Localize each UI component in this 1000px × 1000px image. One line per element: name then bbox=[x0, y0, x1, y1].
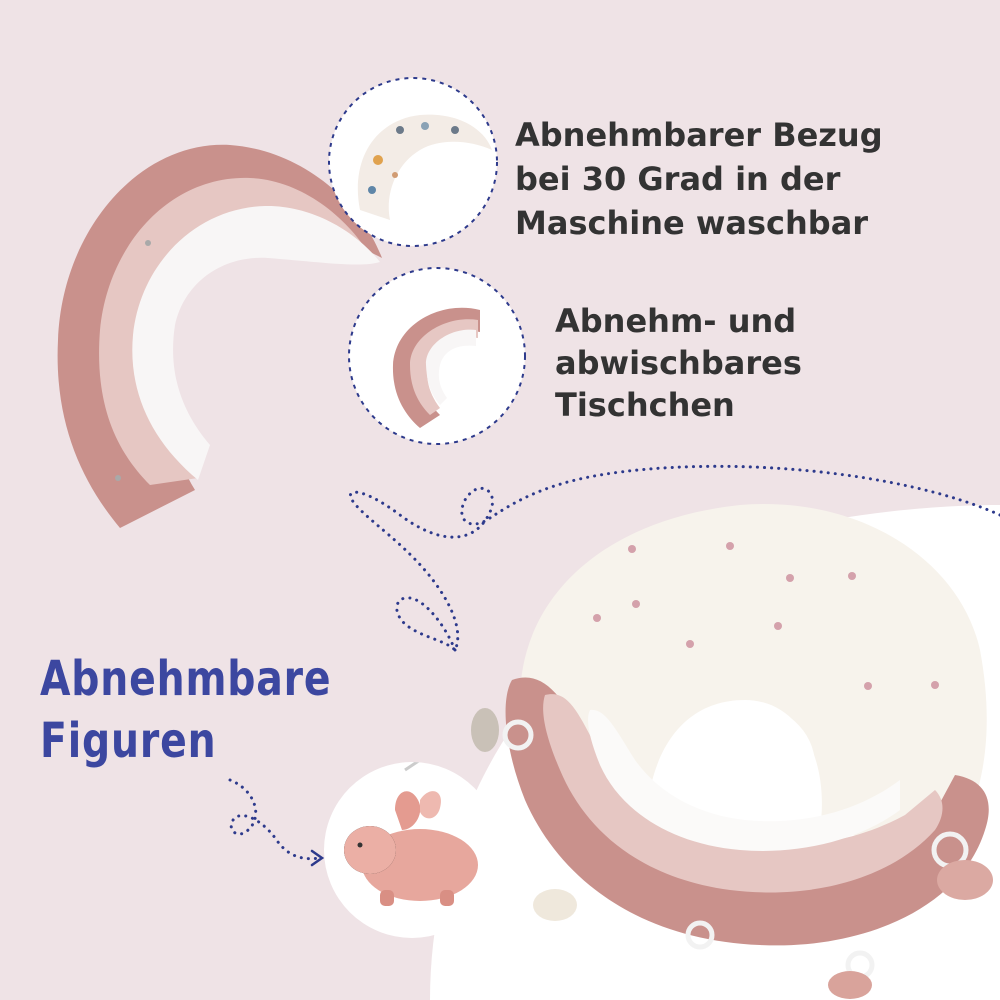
figure-detail-badge bbox=[324, 762, 500, 938]
figures-heading-line-2: Figuren bbox=[40, 713, 217, 769]
figures-heading: Abnehmbare Figuren bbox=[40, 648, 331, 772]
table-feature-line-1: Abnehm- und bbox=[555, 302, 797, 340]
table-feature-line-2: abwischbares bbox=[555, 344, 802, 382]
figures-heading-line-1: Abnehmbare bbox=[40, 651, 332, 707]
cover-feature-text: Abnehmbarer Bezug bei 30 Grad in der Mas… bbox=[515, 113, 883, 245]
cover-feature-line-1: Abnehmbarer Bezug bbox=[515, 116, 883, 154]
table-feature-text: Abnehm- und abwischbares Tischchen bbox=[555, 300, 802, 426]
cover-detail-badge bbox=[328, 77, 498, 247]
nursing-pillow-image bbox=[471, 503, 993, 999]
table-feature-line-3: Tischchen bbox=[555, 386, 735, 424]
cover-feature-line-2: bei 30 Grad in der bbox=[515, 160, 841, 198]
rainbow-table-image bbox=[57, 144, 383, 528]
arrow-head-icon bbox=[310, 849, 325, 867]
cover-feature-line-3: Maschine waschbar bbox=[515, 204, 869, 242]
table-detail-badge bbox=[348, 267, 526, 445]
dotted-decoration bbox=[228, 464, 1000, 861]
